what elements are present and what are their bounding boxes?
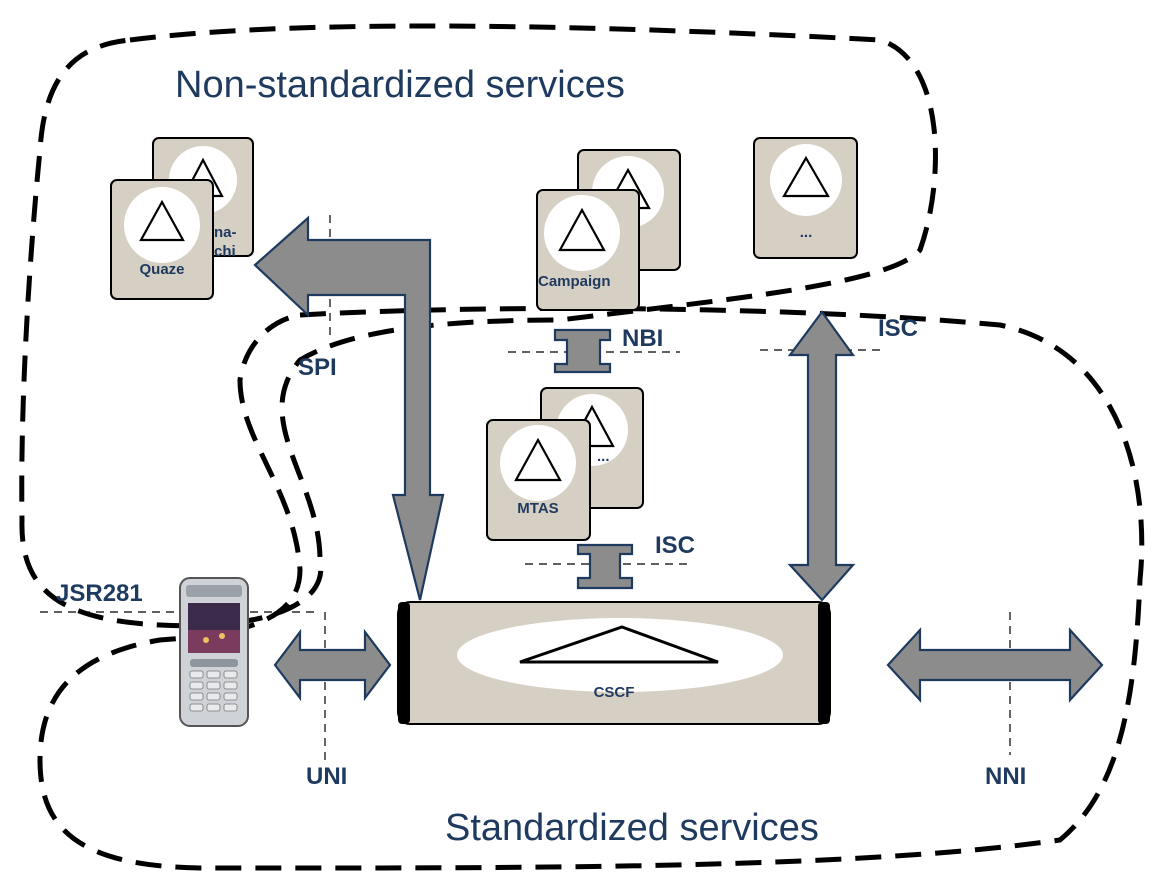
cscf-label: CSCF [594,684,635,701]
more-services-card: ... [753,137,858,259]
isc-top-label: ISC [878,315,918,342]
standardized-title: Standardized services [445,807,819,849]
jsr281-label: JSR281 [56,580,143,607]
nni-label: NNI [985,763,1026,790]
svg-text:...: ... [800,224,813,241]
nbi-arrow [553,328,612,374]
standardized-boundary [37,305,1145,871]
campaign-card: Campaign [536,189,640,311]
nni-arrow [886,627,1104,703]
svg-text:chi: chi [214,243,236,260]
isc-mid-arrow [576,543,634,590]
svg-text:na-: na- [214,224,237,241]
isc-mid-label: ISC [655,532,695,559]
svg-text:MTAS: MTAS [517,500,558,517]
svg-text:Campaign: Campaign [538,273,611,290]
spi-label: SPI [298,354,337,381]
uni-arrow [273,628,392,702]
spi-arrow [253,215,445,601]
svg-text:...: ... [597,448,610,465]
isc-top-arrow [787,310,856,602]
svg-text:Quaze: Quaze [139,261,184,278]
quaze-card: Quaze [110,179,214,300]
non-standardized-boundary [19,23,938,629]
cscf-node: CSCF [397,601,831,725]
mtas-card: MTAS [486,419,591,541]
uni-label: UNI [306,763,347,790]
nbi-label: NBI [622,325,663,352]
mobile-phone-icon [179,577,249,727]
non-standardized-title: Non-standardized services [175,64,625,106]
